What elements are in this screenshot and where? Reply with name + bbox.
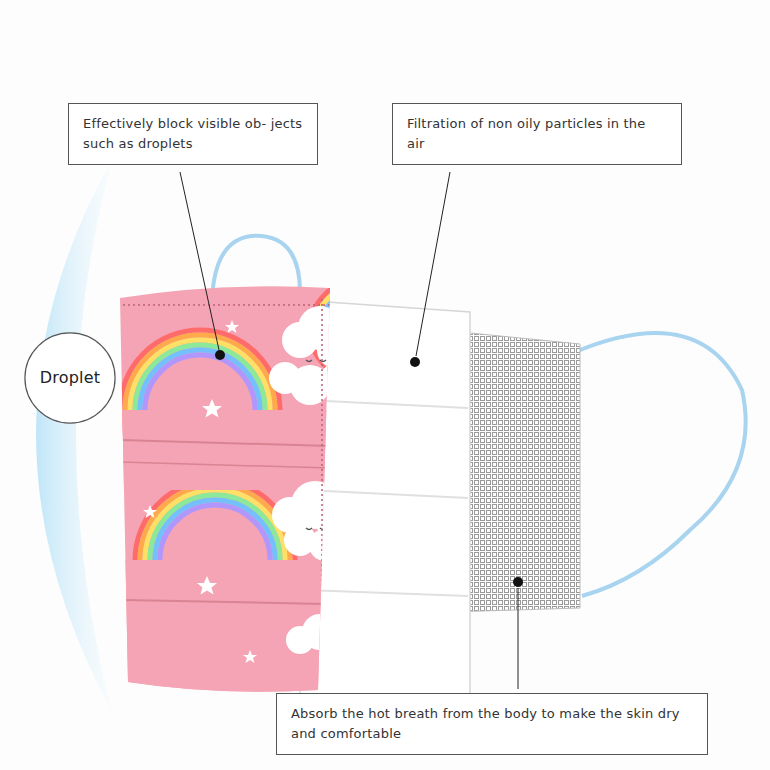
droplet-circle: Droplet [24,332,116,424]
pleat [305,490,468,498]
leader-lines [180,172,523,689]
pleat [305,590,468,596]
callout-box: Filtration of non oily particles in the … [392,103,682,165]
callout-text: Effectively block visible ob- jects such… [83,114,303,154]
shield-glow [36,160,112,712]
callout-text: Absorb the hot breath from the body to m… [291,704,693,744]
callout-box: Effectively block visible ob- jects such… [68,103,318,165]
outer-pink-layer [100,280,410,700]
circle-label: Droplet [40,368,100,388]
callout-text: Filtration of non oily particles in the … [407,114,667,154]
ear-loop [575,333,746,596]
filter-layer [298,300,470,700]
pleat [305,400,468,408]
callout-box: Absorb the hot breath from the body to m… [276,693,708,755]
